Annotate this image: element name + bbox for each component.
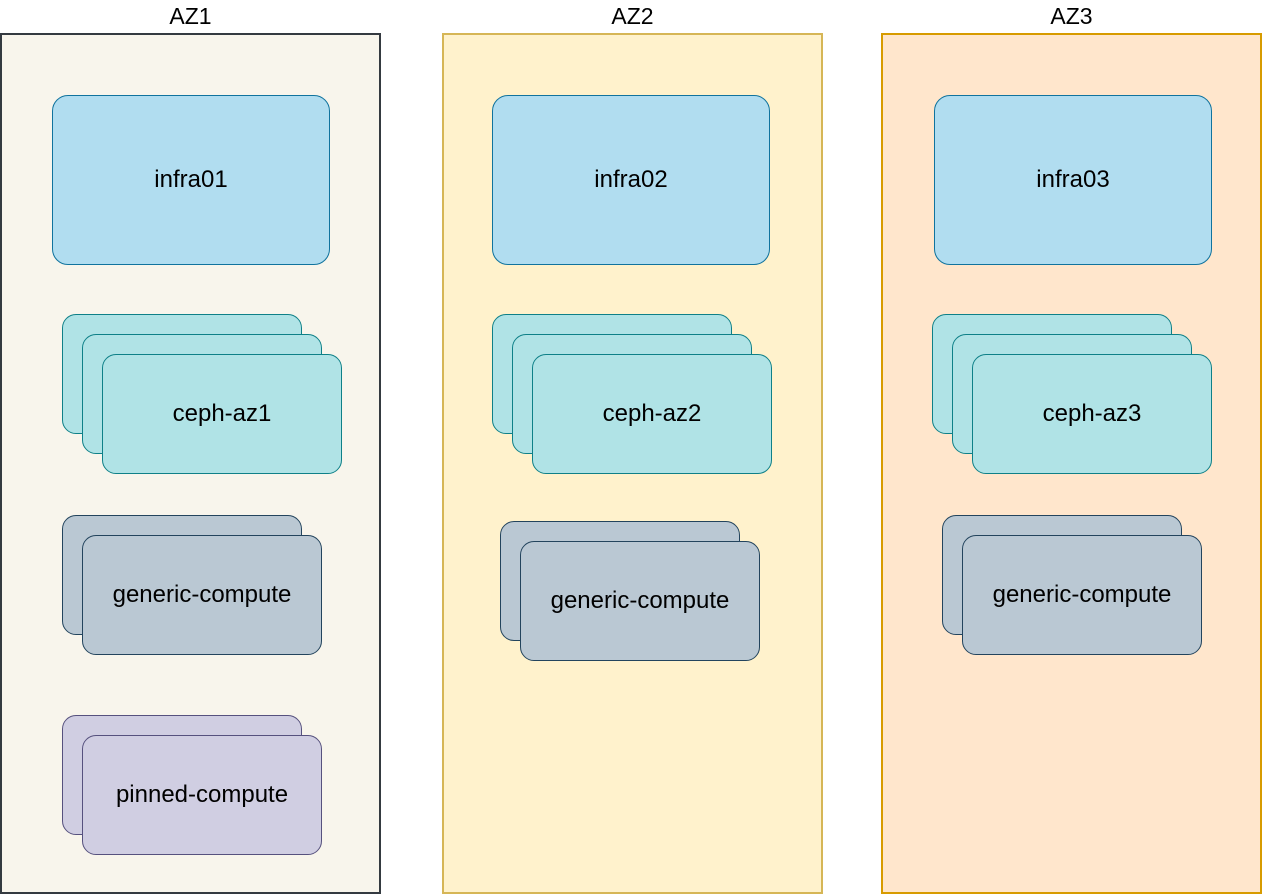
node-label: ceph-az1 xyxy=(172,400,272,427)
node-generic-compute-az1: generic-compute xyxy=(82,535,322,655)
node-generic-compute-az3: generic-compute xyxy=(962,535,1202,655)
node-label: generic-compute xyxy=(112,581,292,608)
node-label: ceph-az2 xyxy=(602,400,702,427)
zone-title-az2: AZ2 xyxy=(611,3,654,29)
node-generic-compute-az2: generic-compute xyxy=(520,541,760,661)
node-ceph-az2: ceph-az2 xyxy=(532,354,772,474)
node-infra01: infra01 xyxy=(52,95,330,265)
node-infra03: infra03 xyxy=(934,95,1212,265)
zone-title-az1: AZ1 xyxy=(169,3,212,29)
zone-title-az3: AZ3 xyxy=(1050,3,1093,29)
node-infra02: infra02 xyxy=(492,95,770,265)
node-label: infra03 xyxy=(1036,166,1110,193)
node-label: generic-compute xyxy=(550,587,730,614)
node-label: infra01 xyxy=(154,166,228,193)
node-label: pinned-compute xyxy=(115,781,289,808)
node-ceph-az1: ceph-az1 xyxy=(102,354,342,474)
node-label: ceph-az3 xyxy=(1042,400,1142,427)
node-pinned-compute-az1: pinned-compute xyxy=(82,735,322,855)
node-label: infra02 xyxy=(594,166,668,193)
node-ceph-az3: ceph-az3 xyxy=(972,354,1212,474)
node-label: generic-compute xyxy=(992,581,1172,608)
